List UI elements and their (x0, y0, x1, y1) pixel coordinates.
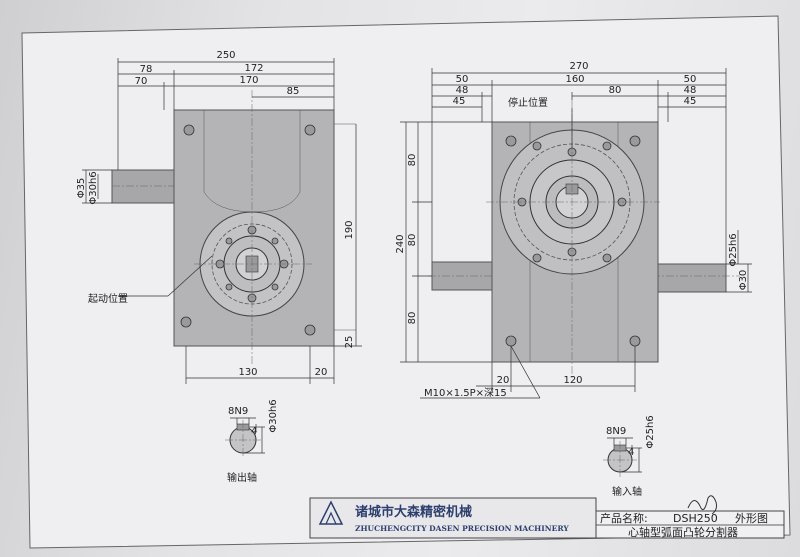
left-dim-right-2: 25 (344, 336, 355, 349)
right-dim-left-4: 80 (407, 312, 418, 325)
input-shaft-detail: 8N9 4 Φ25h6 输入轴 (603, 415, 656, 498)
label-start-position: 起动位置 (88, 292, 128, 305)
right-dim-top-7: 48 (684, 85, 697, 96)
left-shaft (111, 169, 175, 204)
right-dim-top-9: 45 (684, 96, 697, 107)
right-dim-top-4: 50 (684, 74, 697, 85)
left-dim-top-1: 250 (216, 50, 235, 61)
company-name-en: ZHUCHENGCITY DASEN PRECISION MACHINERY (355, 524, 569, 533)
left-dim-top-3: 172 (244, 63, 263, 74)
signature-mark (687, 495, 717, 515)
input-key-label: 8N9 (606, 426, 626, 437)
product-label: 产品名称: (600, 511, 648, 525)
right-view: 270 50 160 50 48 80 48 45 45 停止位置 240 80… (395, 61, 752, 399)
right-dim-left-3: 80 (407, 234, 418, 247)
right-dim-top-8: 45 (453, 96, 466, 107)
label-stop-position: 停止位置 (508, 96, 548, 109)
left-dim-top-5: 170 (239, 75, 258, 86)
input-depth-label: 4 (628, 447, 634, 458)
output-shaft-detail: 8N9 4 Φ30h6 输出轴 (225, 399, 279, 484)
right-dim-right-2: Φ30 (738, 270, 749, 291)
output-shaft-label: 输出轴 (227, 471, 257, 484)
right-input-shaft-right (653, 263, 727, 293)
thread-note: M10×1.5P×深15 (424, 387, 507, 399)
output-depth-label: 4 (251, 426, 257, 437)
company-name-cn: 诸城市大森精密机械 (355, 504, 472, 520)
right-dim-top-6: 80 (609, 85, 622, 96)
right-dim-top-5: 48 (456, 85, 469, 96)
drawing-type: 外形图 (735, 512, 768, 525)
company-logo (318, 500, 344, 525)
right-dim-bottom-2: 120 (563, 375, 582, 386)
left-dim-shaft-1: Φ35 (76, 178, 87, 199)
left-dim-right-1: 190 (344, 220, 355, 239)
left-dim-bottom-2: 20 (315, 367, 328, 378)
right-dim-left-2: 80 (407, 154, 418, 167)
right-dim-left-1: 240 (395, 234, 406, 253)
left-dim-shaft-2: Φ30h6 (88, 171, 99, 204)
left-view: 250 78 172 70 170 85 Φ35 Φ30h6 190 25 13… (76, 50, 362, 384)
output-key-label: 8N9 (228, 406, 248, 417)
left-dim-top-6: 85 (287, 86, 300, 97)
right-dim-bottom-1: 20 (497, 375, 510, 386)
right-dim-top-1: 270 (569, 61, 588, 72)
left-dim-bottom-1: 130 (238, 367, 257, 378)
input-diameter-label: Φ25h6 (645, 415, 656, 448)
left-dim-top-4: 70 (135, 76, 148, 87)
output-diameter-label: Φ30h6 (268, 399, 279, 432)
right-dim-top-2: 50 (456, 74, 469, 85)
left-dim-top-2: 78 (140, 64, 153, 75)
title-block: 诸城市大森精密机械 ZHUCHENGCITY DASEN PRECISION M… (309, 495, 785, 539)
input-shaft-label: 输入轴 (612, 485, 642, 498)
product-model: DSH250 (673, 512, 718, 525)
right-dim-top-3: 160 (565, 74, 584, 85)
product-description: 心轴型弧面凸轮分割器 (628, 525, 738, 539)
right-dim-right-1: Φ25h6 (728, 233, 739, 266)
